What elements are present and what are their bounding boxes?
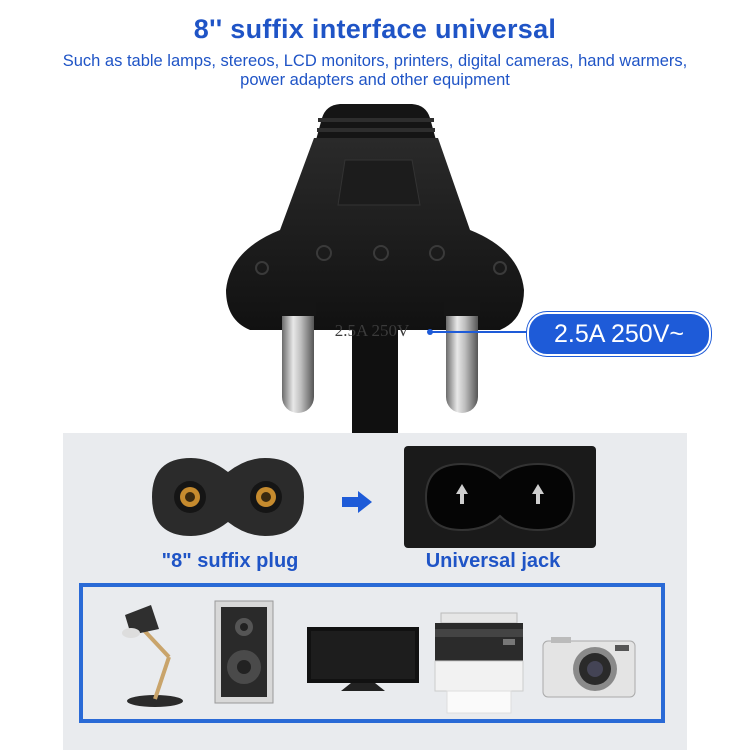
devices-frame [79, 583, 665, 723]
table-lamp-icon [122, 605, 183, 707]
embossed-rating: 2.5A 250V [335, 321, 410, 340]
rating-callout: 2.5A 250V~ [527, 312, 711, 356]
page-subtitle: Such as table lamps, stereos, LCD monito… [62, 52, 688, 89]
speaker-icon [214, 600, 274, 704]
jack-label: Universal jack [425, 550, 561, 572]
universal-jack [404, 446, 596, 548]
figure8-plug-face [152, 458, 304, 536]
printer-icon [434, 612, 524, 714]
digital-camera-icon [542, 637, 636, 698]
arrow-right-icon [342, 491, 372, 513]
lcd-monitor-icon [307, 627, 419, 691]
plug-label: "8" suffix plug [161, 550, 299, 572]
page-title: 8'' suffix interface universal [193, 14, 557, 44]
